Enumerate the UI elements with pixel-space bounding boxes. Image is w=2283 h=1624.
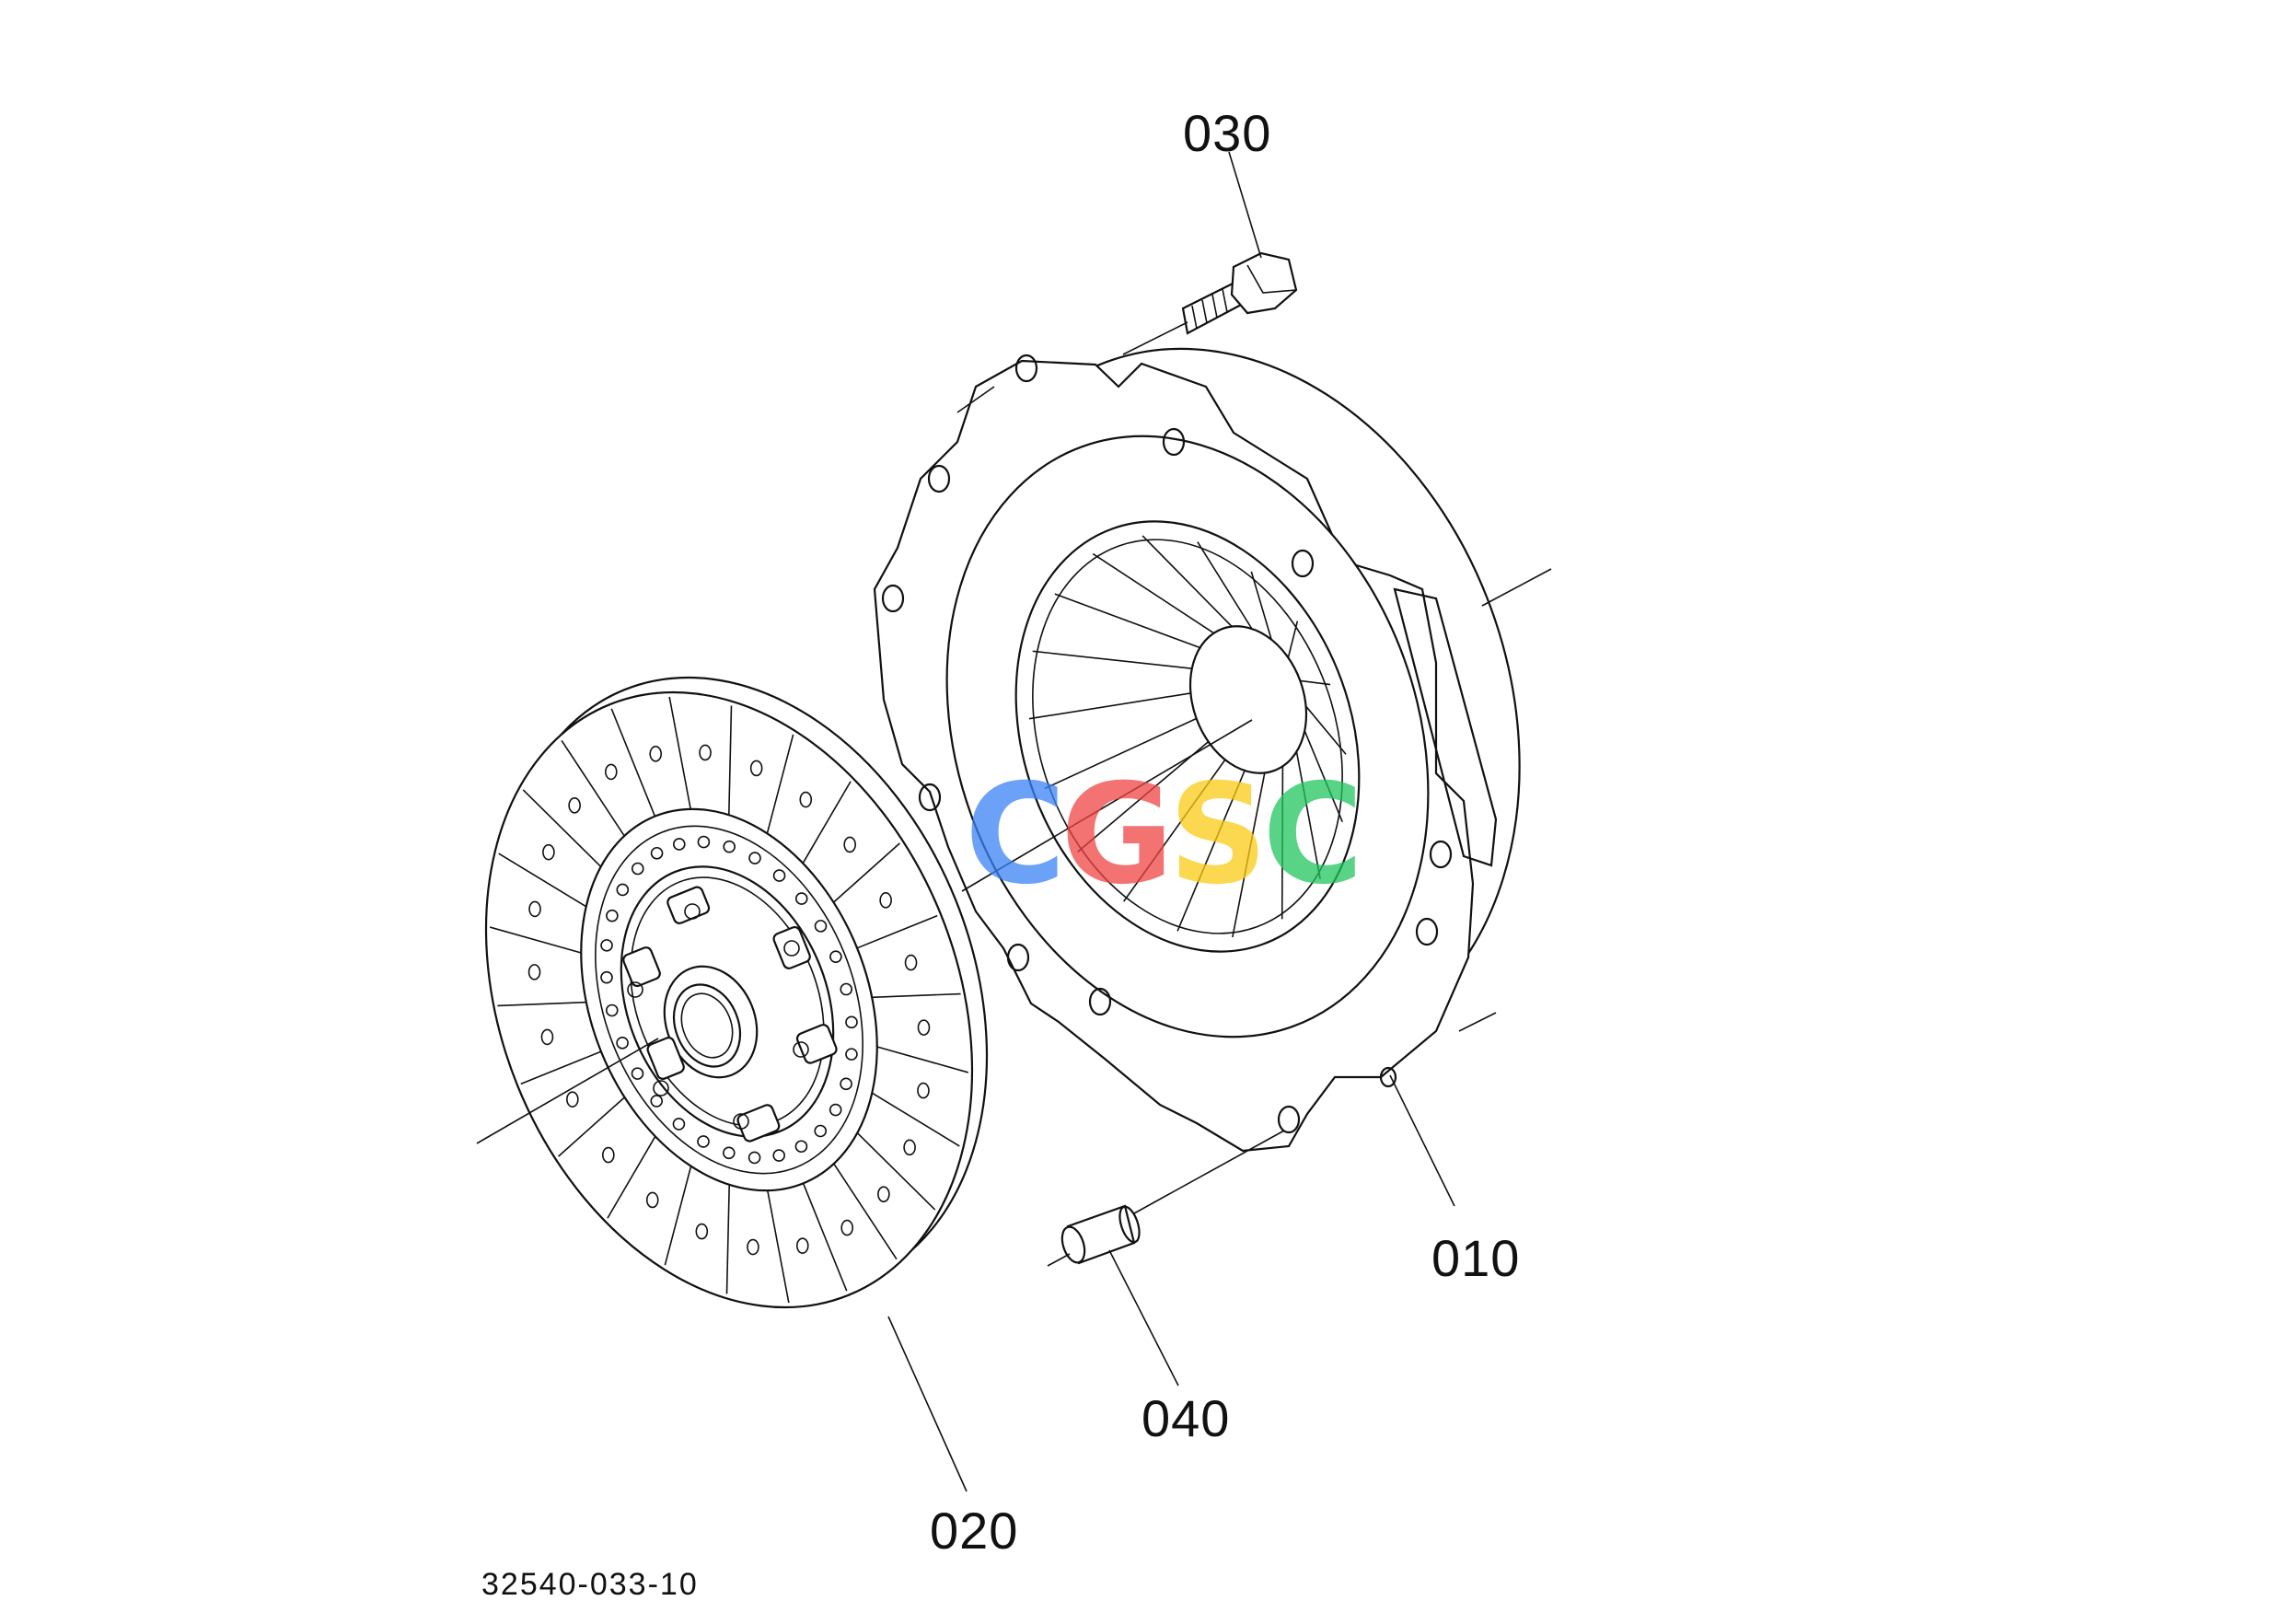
clutch-disc — [484, 676, 989, 1309]
watermark-letter: C — [965, 755, 1066, 915]
clutch-cover — [873, 347, 1521, 1153]
leader-lines — [476, 151, 1552, 1492]
bolt — [1181, 251, 1298, 335]
dowel-pin — [1060, 1204, 1141, 1265]
watermark-logo: CGSC — [965, 755, 1363, 915]
drawing-number: 32540-033-10 — [481, 1567, 699, 1602]
part-label-020: 020 — [930, 1502, 1019, 1560]
watermark-letter: G — [1060, 755, 1174, 915]
part-label-030: 030 — [1183, 104, 1272, 162]
watermark-letter: S — [1168, 755, 1268, 915]
part-label-010: 010 — [1431, 1229, 1521, 1287]
watermark-letter: C — [1262, 755, 1363, 915]
part-label-040: 040 — [1142, 1389, 1231, 1447]
